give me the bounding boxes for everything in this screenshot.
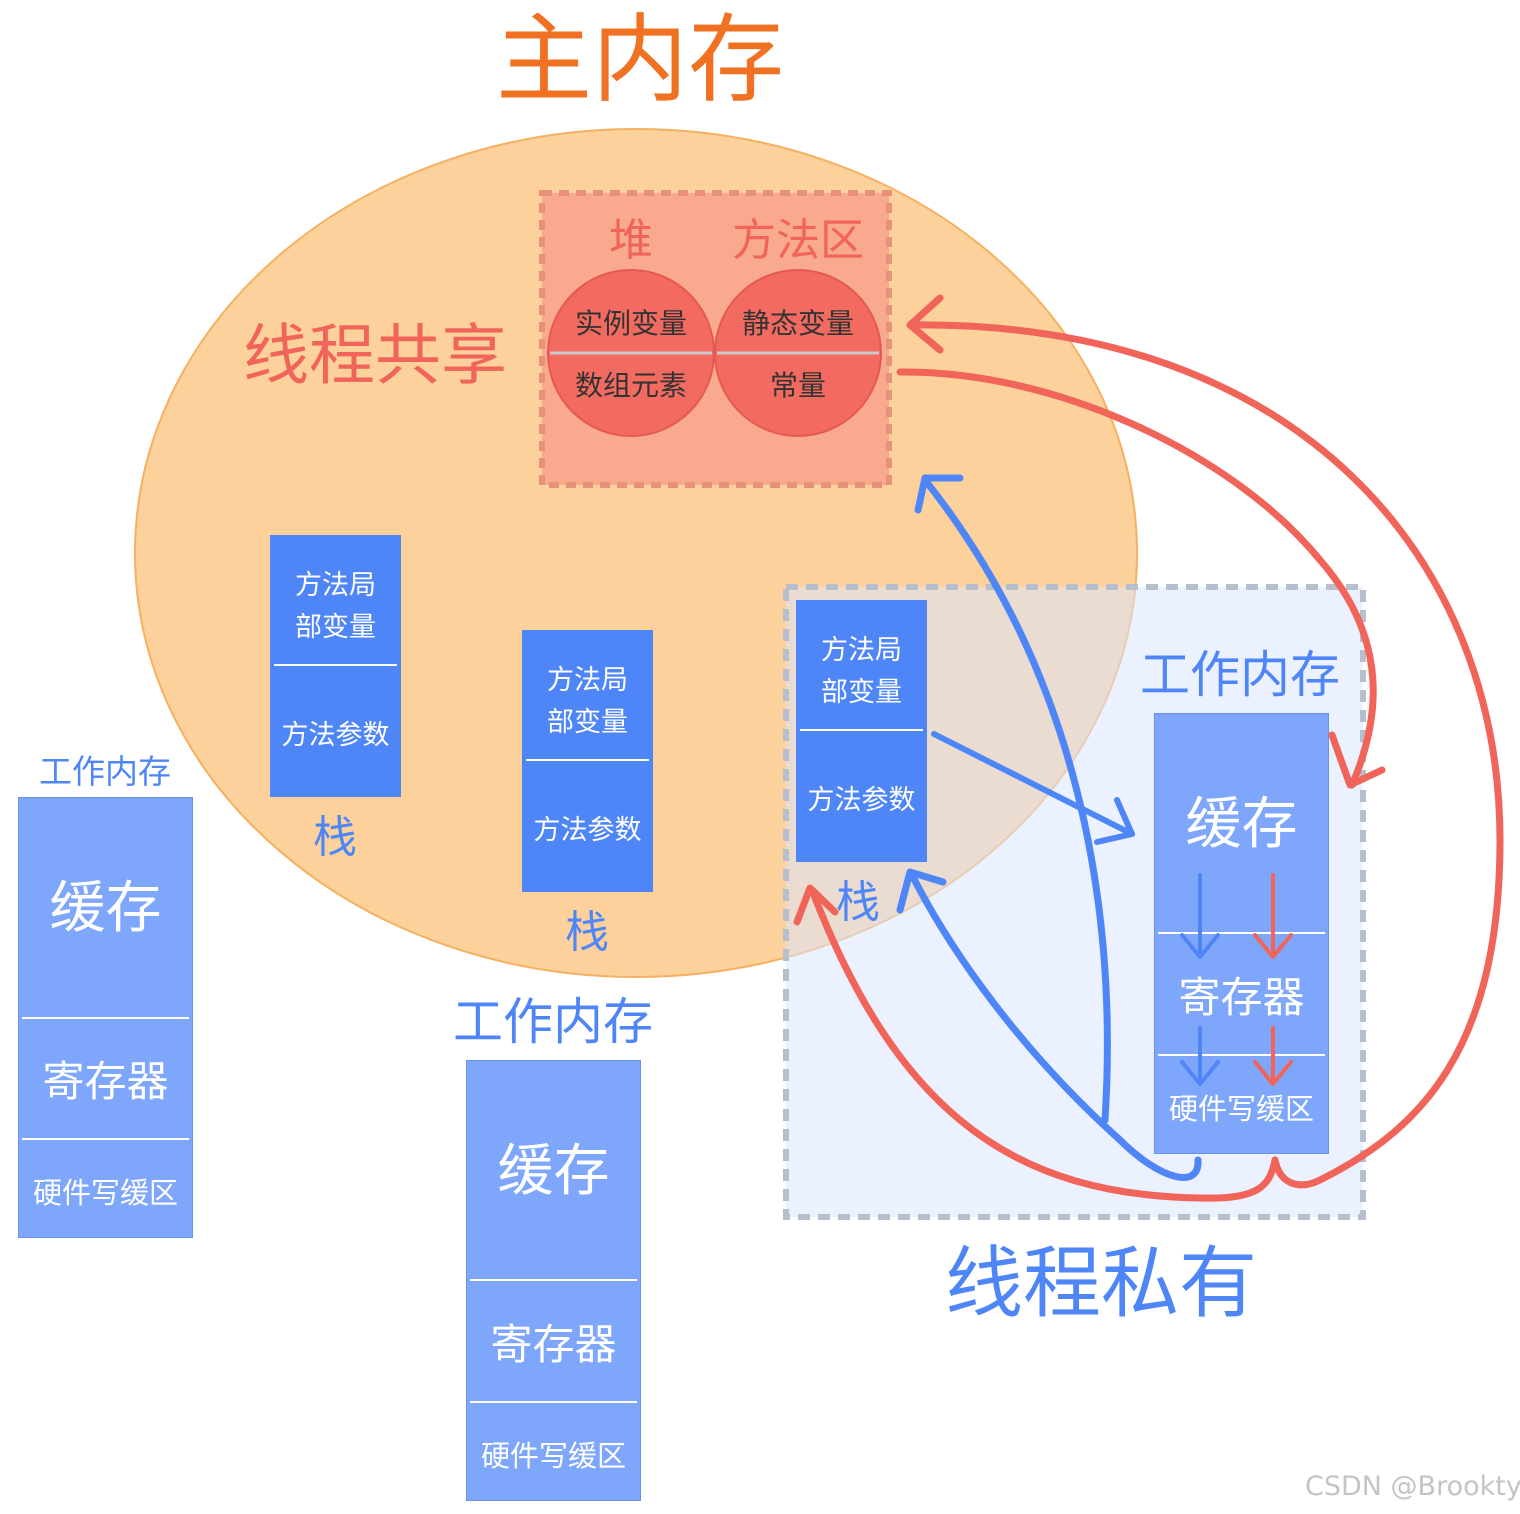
stack-local-vars-line-1: 方法局 — [821, 635, 902, 666]
wm-write-buffer: 硬件写缓区 — [32, 1176, 178, 1210]
stack-method-params: 方法参数 — [807, 785, 916, 816]
stack-caption-3: 栈 — [836, 877, 880, 928]
stack-local-vars-line-2: 部变量 — [547, 707, 628, 738]
blue-arrowhead-stack-to-cache — [1094, 797, 1135, 845]
heap-label: 堆 — [609, 215, 653, 266]
thread-shared-label: 线程共享 — [243, 317, 507, 394]
stack-local-vars-line-2: 部变量 — [821, 677, 902, 708]
method-area-label: 方法区 — [732, 215, 864, 266]
stack-box-3: 方法局 部变量 方法参数 — [796, 600, 927, 862]
heap-array-elements: 数组元素 — [574, 369, 687, 402]
stack-method-params: 方法参数 — [533, 815, 642, 846]
stack-local-vars-line-1: 方法局 — [547, 665, 628, 696]
blue-arrow-to-stack — [908, 871, 1202, 1181]
wm-divider-1 — [1158, 932, 1325, 934]
red-arrowhead-main — [906, 294, 944, 354]
blue-arrowhead-heap — [914, 474, 964, 514]
heap-instance-variables: 实例变量 — [574, 307, 687, 340]
method-area-static-variables: 静态变量 — [741, 307, 854, 340]
wm-divider-1 — [22, 1017, 189, 1019]
stack-caption-2: 栈 — [565, 907, 609, 958]
stack-divider — [800, 729, 923, 731]
working-memory-title-2: 工作内存 — [453, 993, 653, 1051]
blue-arrowhead-stack — [896, 868, 947, 914]
stack-box-2: 方法局 部变量 方法参数 — [522, 630, 653, 892]
red-inner-arrowhead-2 — [1253, 1060, 1293, 1086]
main-memory-title: 主内存 — [496, 4, 784, 116]
working-memory-box-2: 缓存 寄存器 硬件写缓区 — [466, 1060, 641, 1501]
watermark: CSDN @Brookty — [1305, 1471, 1520, 1502]
stack-local-vars-line-2: 部变量 — [295, 612, 376, 643]
wm-register: 寄存器 — [1178, 973, 1305, 1022]
stack-local-vars-line-1: 方法局 — [295, 570, 376, 601]
wm-cache: 缓存 — [49, 876, 162, 941]
working-memory-box-1: 缓存 寄存器 硬件写缓区 — [18, 797, 193, 1238]
stack-local-vars: 方法局 部变量 — [270, 565, 401, 649]
wm-cache: 缓存 — [497, 1139, 610, 1204]
red-arrow-writeback-main — [906, 321, 1504, 1189]
wm-divider-2 — [1158, 1054, 1325, 1056]
red-inner-arrowhead-1 — [1253, 933, 1293, 959]
stack-box-1: 方法局 部变量 方法参数 — [270, 535, 401, 797]
stack-divider — [274, 664, 397, 666]
red-arrowhead-cache — [1328, 731, 1386, 789]
stack-method-params: 方法参数 — [281, 720, 390, 751]
thread-private-label: 线程私有 — [945, 1239, 1258, 1329]
wm-divider-2 — [22, 1138, 189, 1140]
blue-arrow-stack-to-cache — [931, 731, 1135, 837]
red-arrowhead-stack — [793, 884, 839, 926]
wm-cache: 缓存 — [1185, 792, 1298, 857]
stack-caption-1: 栈 — [313, 812, 357, 863]
blue-inner-arrowhead-1 — [1180, 933, 1220, 959]
stack-divider — [526, 759, 649, 761]
blue-inner-arrowhead-2 — [1180, 1060, 1220, 1086]
red-arrow-writeback-stack — [808, 886, 1279, 1202]
working-memory-title-1: 工作内存 — [39, 752, 171, 791]
working-memory-box-3: 缓存 寄存器 硬件写缓区 — [1154, 713, 1329, 1154]
wm-write-buffer: 硬件写缓区 — [1168, 1092, 1314, 1126]
wm-divider-1 — [470, 1279, 637, 1281]
wm-register: 寄存器 — [490, 1320, 617, 1369]
method-area-constants: 常量 — [769, 369, 826, 402]
wm-divider-2 — [470, 1401, 637, 1403]
blue-arrow-to-heap — [921, 476, 1111, 1124]
working-memory-title-3: 工作内存 — [1140, 646, 1340, 704]
wm-write-buffer: 硬件写缓区 — [480, 1439, 626, 1473]
wm-register: 寄存器 — [42, 1057, 169, 1106]
stack-local-vars: 方法局 部变量 — [522, 660, 653, 744]
red-arrow-to-cache — [896, 368, 1377, 789]
stack-local-vars: 方法局 部变量 — [796, 630, 927, 714]
